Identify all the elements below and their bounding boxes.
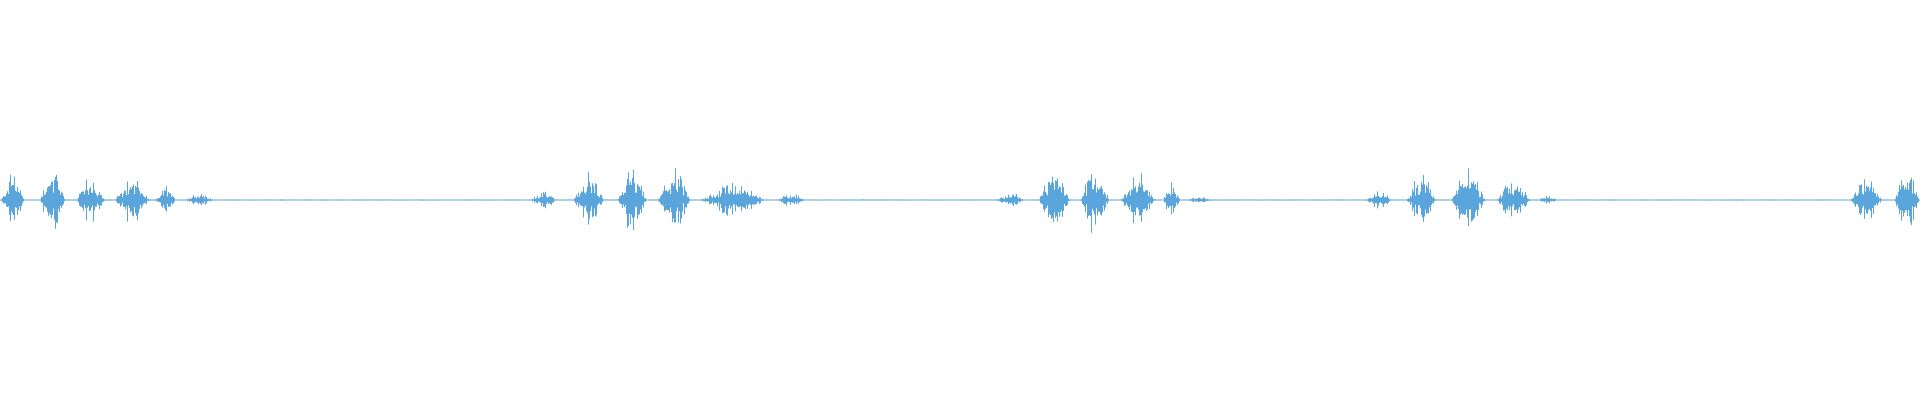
waveform-bars xyxy=(0,168,1920,233)
waveform-trace xyxy=(0,168,1920,233)
